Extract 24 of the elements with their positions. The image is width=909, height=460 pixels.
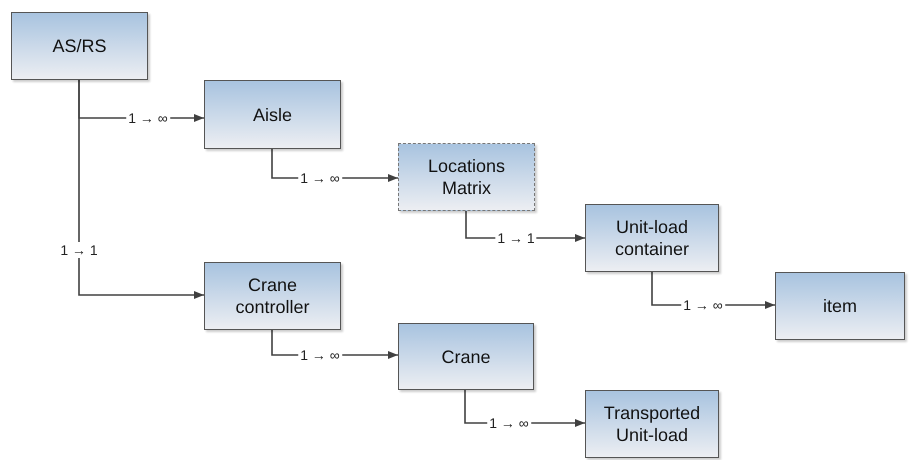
edge-label: 1 → ∞ <box>298 170 342 186</box>
entity-box <box>585 390 719 458</box>
box-label: Locations Matrix <box>426 155 506 199</box>
entity-box <box>398 323 534 390</box>
entity-box <box>585 204 719 272</box>
entity-box <box>775 272 905 340</box>
entity-box <box>204 80 341 149</box>
entity-box <box>11 12 148 80</box>
connector-arrow <box>78 80 204 299</box>
edge-label: 1 → ∞ <box>681 297 725 313</box>
edge-label: 1 → ∞ <box>126 110 170 126</box>
edge-label: 1 → ∞ <box>298 347 342 363</box>
entity-box <box>398 143 535 211</box>
box-label: item <box>822 295 858 317</box>
box-label: Crane controller <box>234 274 311 318</box>
box-label: AS/RS <box>51 35 108 57</box>
box-label: Crane <box>440 346 492 368</box>
entity-box <box>204 262 341 330</box>
box-label: Unit-load container <box>614 216 690 260</box>
edge-label: 1 → 1 <box>495 230 537 246</box>
edge-label: 1 → ∞ <box>487 415 531 431</box>
box-label: Aisle <box>252 104 293 126</box>
box-label: Transported Unit-load <box>602 402 702 446</box>
edge-label: 1 → 1 <box>58 242 100 258</box>
